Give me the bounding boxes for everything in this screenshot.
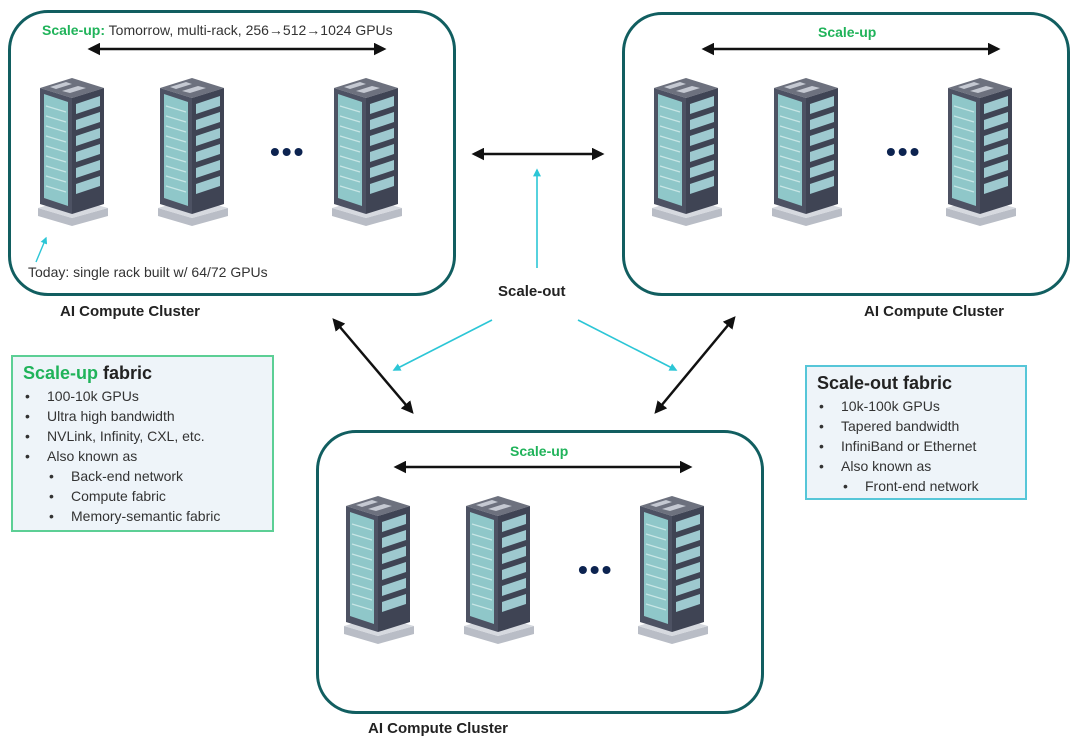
ellipsis: ••• <box>270 136 306 167</box>
scale-up-tomorrow-note: Scale-up: Tomorrow, multi-rack, 256→512→… <box>42 22 393 38</box>
title-green: Scale-up <box>23 363 99 383</box>
cluster-label-top-right: AI Compute Cluster <box>864 303 1005 320</box>
cluster-top-right <box>622 12 1070 296</box>
scale-out-label: Scale-out <box>498 283 566 300</box>
scale-up-tomorrow-text: Tomorrow, multi-rack, 256→512→1024 GPUs <box>105 22 393 38</box>
today-note: Today: single rack built w/ 64/72 GPUs <box>28 264 268 280</box>
scale-out-fabric-list: 10k-100k GPUs Tapered bandwidth InfiniBa… <box>817 396 1015 496</box>
list-item: 100-10k GPUs <box>23 386 262 406</box>
list-item: Front-end network <box>817 476 1015 496</box>
scale-up-fabric-box: Scale-up fabric 100-10k GPUs Ultra high … <box>11 355 274 532</box>
scale-up-label: Scale-up <box>818 24 877 40</box>
cluster-label-top-left: AI Compute Cluster <box>60 303 201 320</box>
list-item: Back-end network <box>23 466 262 486</box>
cluster-label-bottom: AI Compute Cluster <box>368 720 509 737</box>
list-item: Ultra high bandwidth <box>23 406 262 426</box>
list-item: Memory-semantic fabric <box>23 506 262 526</box>
scale-up-fabric-title: Scale-up fabric <box>23 363 262 384</box>
list-item: Compute fabric <box>23 486 262 506</box>
scale-out-pointer <box>577 319 678 371</box>
scale-out-fabric-box: Scale-out fabric 10k-100k GPUs Tapered b… <box>805 365 1027 500</box>
cluster-top-left <box>8 10 456 296</box>
ellipsis: ••• <box>886 136 922 167</box>
scale-up-label: Scale-up <box>510 443 569 459</box>
scale-out-arrow <box>654 316 736 414</box>
cluster-bottom <box>316 430 764 714</box>
list-item: Also known as <box>817 456 1015 476</box>
list-item: NVLink, Infinity, CXL, etc. <box>23 426 262 446</box>
scale-out-fabric-title: Scale-out fabric <box>817 373 953 393</box>
today-pointer <box>35 236 48 263</box>
title-rest: fabric <box>98 363 153 383</box>
list-item: InfiniBand or Ethernet <box>817 436 1015 456</box>
scale-out-pointer <box>392 319 493 371</box>
scale-out-arrow <box>332 318 414 414</box>
list-item: 10k-100k GPUs <box>817 396 1015 416</box>
scale-up-prefix: Scale-up: <box>42 22 106 38</box>
list-item: Tapered bandwidth <box>817 416 1015 436</box>
ellipsis: ••• <box>578 554 614 585</box>
list-item: Also known as <box>23 446 262 466</box>
scale-up-fabric-list: 100-10k GPUs Ultra high bandwidth NVLink… <box>23 386 262 526</box>
